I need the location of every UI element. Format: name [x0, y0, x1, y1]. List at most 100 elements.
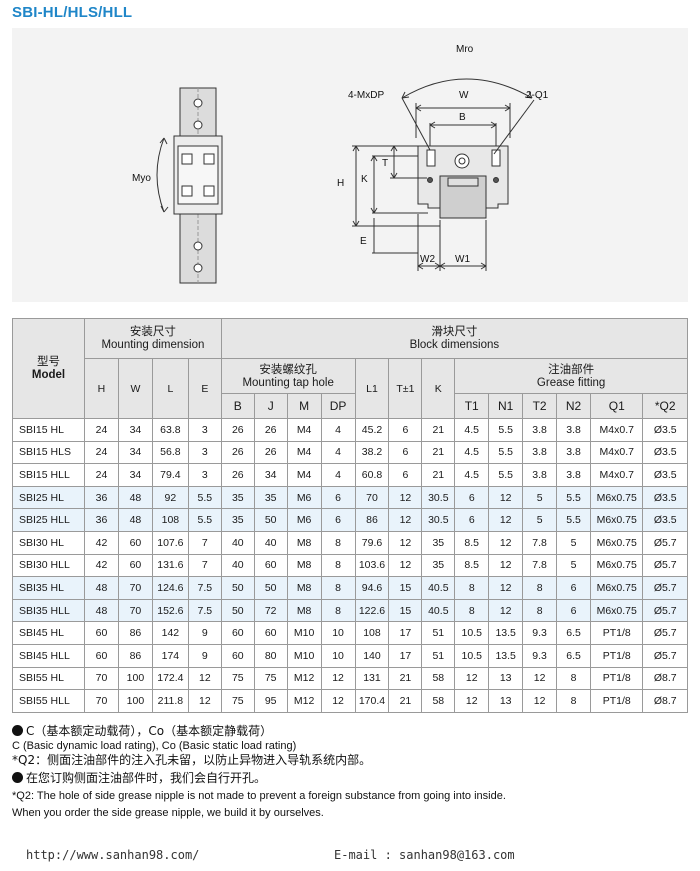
- cell-m: M6: [286, 508, 322, 532]
- cell-h: 42: [84, 553, 119, 578]
- cell-model: SBI35 HL: [12, 576, 85, 600]
- cell-w: 34: [117, 418, 153, 442]
- col-h: H: [84, 358, 119, 419]
- cell-w: 70: [117, 598, 153, 623]
- col-k: K: [421, 358, 456, 419]
- cell-b: 75: [220, 666, 255, 691]
- cell-m: M4: [286, 440, 322, 465]
- cell-m: M4: [286, 418, 322, 442]
- bullet-icon: [12, 772, 23, 783]
- cell-n2: 8: [556, 666, 592, 691]
- cell-t1: 8: [454, 598, 490, 623]
- cell-l: 131.6: [151, 553, 189, 578]
- cell-q1: M4x0.7: [590, 418, 644, 442]
- cell-e: 12: [187, 689, 222, 713]
- cell-dp: 10: [320, 643, 356, 668]
- drawing-svg: Myo: [132, 44, 549, 284]
- website-link[interactable]: http://www.sanhan98.com/: [26, 848, 200, 862]
- cell-k: 21: [421, 463, 456, 487]
- header-block: 滑块尺寸 Block dimensions: [220, 318, 689, 359]
- cell-t: 17: [388, 621, 423, 645]
- cell-l: 56.8: [151, 440, 189, 465]
- spec-table: 型号 Model 安装尺寸 Mounting dimension 滑块尺寸 Bl…: [12, 318, 689, 713]
- col-dp: DP: [320, 393, 356, 419]
- cell-l: 79.4: [151, 463, 189, 487]
- cell-t: 15: [388, 598, 423, 623]
- cell-model: SBI25 HL: [12, 485, 85, 510]
- label-mro: Mro: [456, 44, 474, 55]
- cell-dp: 4: [320, 418, 356, 442]
- cell-t1: 12: [454, 666, 490, 691]
- cell-l1: 38.2: [354, 440, 390, 465]
- cell-h: 48: [84, 576, 119, 600]
- cell-n2: 3.8: [556, 440, 592, 465]
- cell-h: 70: [84, 666, 119, 691]
- cell-l1: 108: [354, 621, 390, 645]
- col-e: E: [187, 358, 222, 419]
- cell-w: 34: [117, 463, 153, 487]
- cell-b: 26: [220, 418, 255, 442]
- cell-m: M8: [286, 553, 322, 578]
- cell-n2: 5.5: [556, 508, 592, 532]
- cell-n1: 12: [488, 485, 524, 510]
- header-model: 型号 Model: [12, 318, 85, 419]
- cell-q1: PT1/8: [590, 666, 644, 691]
- cell-t1: 4.5: [454, 440, 490, 465]
- note-order-en: When you order the side grease nipple, w…: [12, 807, 324, 819]
- label-h: H: [337, 178, 344, 189]
- cell-l: 142: [151, 621, 189, 645]
- cell-m: M12: [286, 666, 322, 691]
- cell-model: SBI25 HLL: [12, 508, 85, 532]
- cell-w: 86: [117, 621, 153, 645]
- cell-q2: Ø3.5: [642, 508, 688, 532]
- cell-q1: M6x0.75: [590, 576, 644, 600]
- cell-l1: 45.2: [354, 418, 390, 442]
- cell-t1: 6: [454, 485, 490, 510]
- cell-h: 36: [84, 508, 119, 532]
- cell-n2: 6: [556, 598, 592, 623]
- cell-b: 26: [220, 463, 255, 487]
- cell-n1: 13: [488, 689, 524, 713]
- cell-w: 48: [117, 508, 153, 532]
- cell-j: 60: [253, 621, 288, 645]
- cell-q2: Ø5.7: [642, 576, 688, 600]
- cell-n1: 12: [488, 530, 524, 555]
- cell-t1: 10.5: [454, 621, 490, 645]
- cell-t: 12: [388, 530, 423, 555]
- cell-t: 12: [388, 553, 423, 578]
- note-load-rating-zh: C（基本额定动载荷），Co（基本额定静载荷）: [12, 724, 692, 739]
- cell-t2: 3.8: [522, 440, 558, 465]
- cell-b: 50: [220, 598, 255, 623]
- col-l1: L1: [354, 358, 390, 419]
- note-load-rating-en: C (Basic dynamic load rating), Co (Basic…: [12, 740, 297, 752]
- cell-h: 42: [84, 530, 119, 555]
- cell-model: SBI35 HLL: [12, 598, 85, 623]
- cell-w: 60: [117, 530, 153, 555]
- cell-q2: Ø5.7: [642, 598, 688, 623]
- cell-j: 34: [253, 463, 288, 487]
- cell-t: 12: [388, 508, 423, 532]
- cell-q1: PT1/8: [590, 689, 644, 713]
- cell-n2: 6.5: [556, 643, 592, 668]
- cell-q2: Ø8.7: [642, 689, 688, 713]
- cell-e: 5.5: [187, 508, 222, 532]
- email-link[interactable]: E-mail : sanhan98@163.com: [334, 848, 515, 862]
- label-e: E: [360, 236, 367, 247]
- side-view: [156, 87, 223, 284]
- cell-t: 17: [388, 643, 423, 668]
- cell-m: M8: [286, 530, 322, 555]
- cell-k: 51: [421, 643, 456, 668]
- cell-l: 63.8: [151, 418, 189, 442]
- cell-l: 92: [151, 485, 189, 510]
- label-t: T: [382, 158, 388, 169]
- cell-n1: 5.5: [488, 463, 524, 487]
- cell-e: 7.5: [187, 576, 222, 600]
- cell-t: 6: [388, 463, 423, 487]
- cell-j: 26: [253, 418, 288, 442]
- cell-t1: 8: [454, 576, 490, 600]
- cell-b: 75: [220, 689, 255, 713]
- note-order-zh: 在您订购侧面注油部件时，我们会自行开孔。: [12, 771, 692, 786]
